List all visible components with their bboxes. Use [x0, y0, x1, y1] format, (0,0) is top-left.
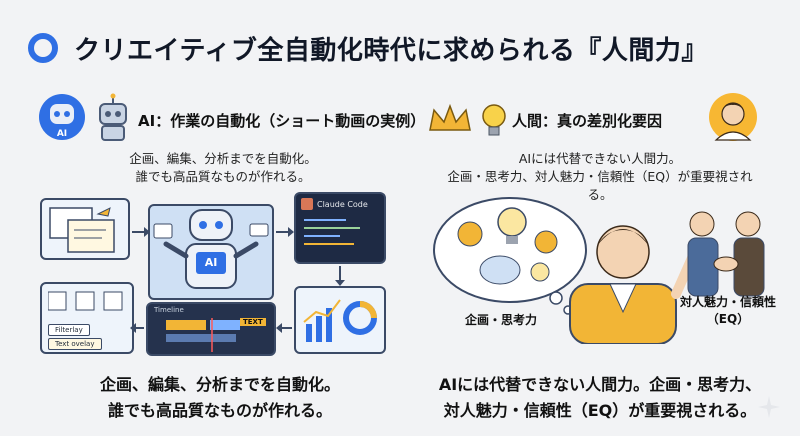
- left-summary-line2: 誰でも高品質なものが作れる。: [107, 401, 332, 420]
- robot-screen-label: AI: [204, 256, 218, 269]
- tools-card: Filterlay Text ovelay: [40, 282, 134, 354]
- right-heading: 人間：真の差別化要因: [512, 112, 663, 130]
- robot-icon: [153, 209, 269, 289]
- left-desc-line1: 企画、編集、分析までを自動化。: [129, 151, 317, 166]
- circle-icon: [28, 33, 58, 63]
- chart-icon: [303, 299, 377, 342]
- flow-arrows: [130, 227, 345, 333]
- crown-bulb-icon: [429, 103, 506, 136]
- analytics-card: [294, 286, 386, 354]
- human-illustration: [433, 197, 765, 344]
- trust-label: 対人魅力・信頼性 （EQ）: [668, 294, 788, 328]
- left-description: 企画、編集、分析までを自動化。 誰でも高品質なものが作れる。: [108, 150, 338, 186]
- timeline-label: Timeline: [154, 306, 184, 314]
- timeline-tracks: [166, 318, 240, 352]
- right-description: AIには代替できない人間力。 企画・思考力、対人魅力・信頼性（EQ）が重要視され…: [440, 150, 760, 204]
- right-desc-line2: 企画・思考力、対人魅力・信頼性（EQ）が重要視される。: [447, 169, 753, 202]
- left-desc-line2: 誰でも高品質なものが作れる。: [135, 169, 311, 184]
- claude-logo-icon: [301, 198, 313, 210]
- right-summary: AIには代替できない人間力。企画・思考力、 対人魅力・信頼性（EQ）が重要視され…: [420, 372, 780, 424]
- robot-panel: AI: [148, 204, 274, 300]
- code-lines-icon: [304, 219, 360, 245]
- claude-code-card: Claude Code: [294, 192, 386, 264]
- automation-illustration: AI Claude Code Filterlay Text ovelay Tim…: [40, 192, 390, 358]
- trust-label-line1: 対人魅力・信頼性: [679, 295, 776, 309]
- document-icon: [49, 207, 115, 253]
- document-card: [40, 198, 130, 260]
- right-desc-line1: AIには代替できない人間力。: [518, 151, 682, 166]
- page-title: クリエイティブ全自動化時代に求められる『人間力』: [74, 35, 708, 66]
- sparkle-icon: [758, 396, 780, 418]
- left-summary-line1: 企画、編集、分析までを自動化。: [99, 375, 340, 394]
- title-row: クリエイティブ全自動化時代に求められる『人間力』: [28, 26, 708, 70]
- left-heading: AI：作業の自動化（ショート動画の実例）: [138, 112, 426, 130]
- tool-icons: [48, 291, 123, 311]
- robot-avatars-icon: AI: [39, 93, 127, 141]
- thought-label: 企画・思考力: [464, 313, 537, 327]
- person-avatar-icon: [709, 93, 757, 141]
- claude-code-label: Claude Code: [317, 199, 368, 209]
- right-summary-line2: 対人魅力・信頼性（EQ）が重要視される。: [443, 401, 757, 420]
- trust-label-line2: （EQ）: [706, 312, 750, 326]
- timeline-card: Timeline TEXT: [146, 302, 276, 356]
- text-chip: TEXT: [240, 318, 266, 326]
- right-summary-line1: AIには代替できない人間力。企画・思考力、: [438, 375, 762, 394]
- left-summary: 企画、編集、分析までを自動化。 誰でも高品質なものが作れる。: [50, 372, 390, 424]
- svg-text:AI: AI: [57, 129, 67, 139]
- text-overlay-button: Text ovelay: [48, 338, 102, 350]
- filterlay-button: Filterlay: [48, 324, 90, 336]
